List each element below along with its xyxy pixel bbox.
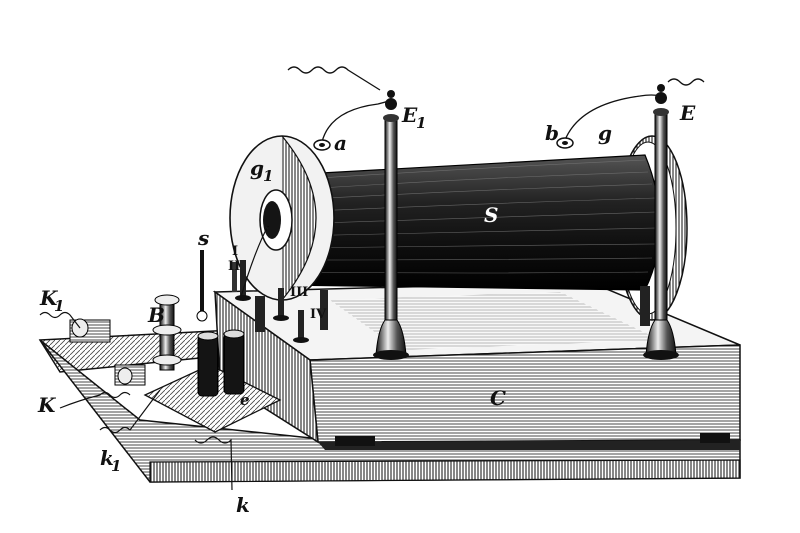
label-g: g (598, 121, 612, 145)
wooden-box (212, 281, 741, 450)
label-e: E (679, 101, 696, 125)
label-g1-subscript: 1 (263, 167, 273, 185)
label-k1-lower: k (100, 446, 114, 470)
label-k-lower: k (236, 493, 250, 517)
label-k1-upper: K (39, 286, 59, 310)
label-e-lower: e (240, 391, 250, 409)
binding-screw-a (313, 139, 331, 151)
label-s: S (484, 203, 498, 227)
label-roman-ii: II (228, 259, 240, 274)
commutator-terminals (232, 260, 309, 343)
binding-screw-b (556, 137, 574, 149)
label-c: C (490, 386, 506, 410)
label-k-upper: K (37, 393, 57, 417)
label-a: a (334, 131, 347, 155)
figure-labels: E 1 E a b g g 1 S C K 1 K k 1 k B s e I … (37, 101, 696, 517)
label-b: b (545, 121, 559, 145)
primary-wires (39, 225, 269, 491)
label-s-lower: s (197, 226, 209, 250)
label-k1-upper-subscript: 1 (54, 297, 64, 315)
label-g1: g (250, 156, 264, 180)
label-roman-iv: IV (310, 307, 327, 322)
label-b-upper: B (147, 303, 165, 327)
label-k1-lower-subscript: 1 (111, 457, 121, 475)
label-roman-i: I (232, 244, 238, 259)
label-e1-subscript: 1 (416, 114, 426, 132)
label-e1: E (401, 103, 418, 127)
label-roman-iii: III (290, 285, 308, 300)
connection-wires (287, 66, 705, 143)
terminal-post-e1 (373, 90, 409, 360)
interrupter-assembly (69, 250, 282, 433)
terminal-post-e (643, 84, 679, 360)
